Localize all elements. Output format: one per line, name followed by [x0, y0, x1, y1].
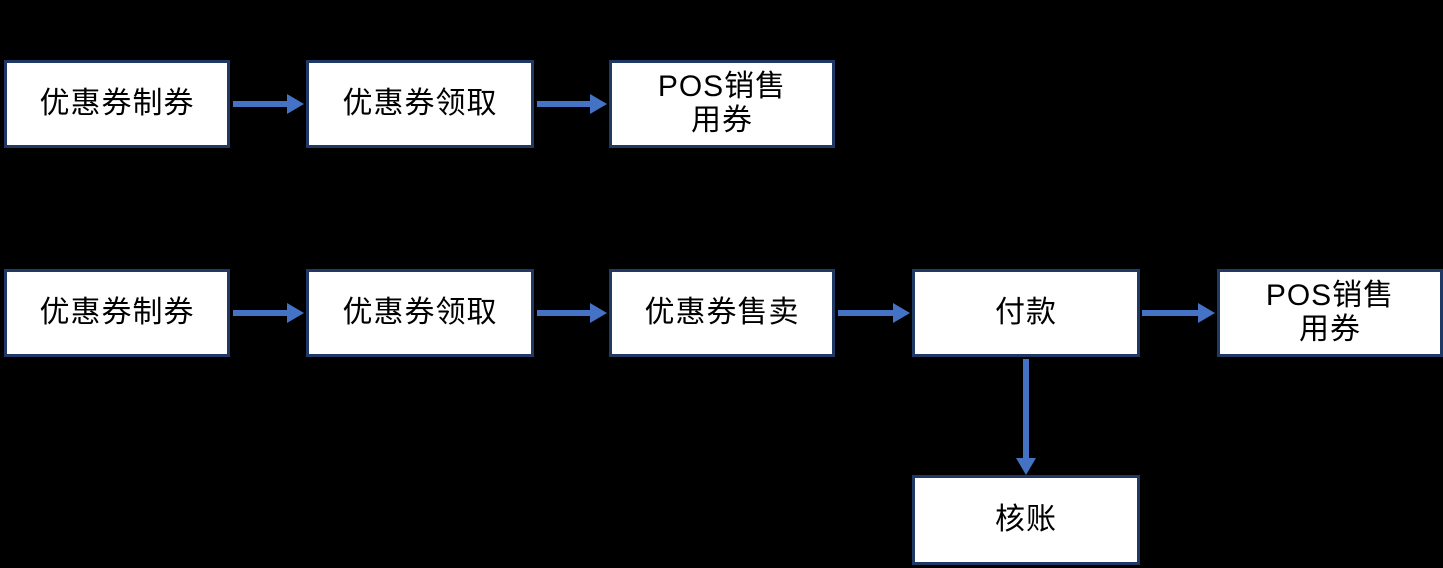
arrow-top-claim-to-pos: [537, 101, 607, 107]
node-label: 优惠券领取: [342, 295, 498, 329]
arrow-payment-to-reconcile: [1023, 359, 1029, 475]
node-label: 优惠券售卖: [644, 295, 800, 329]
node-bottom-coupon-create: 优惠券制券: [4, 269, 230, 357]
node-bottom-pos-sale-use: POS销售 用券: [1217, 269, 1443, 357]
node-label: 优惠券制券: [39, 295, 195, 329]
node-label: 付款: [995, 295, 1057, 329]
node-label: 优惠券领取: [342, 86, 498, 120]
node-label: 优惠券制券: [39, 86, 195, 120]
node-bottom-payment: 付款: [912, 269, 1140, 357]
node-reconciliation: 核账: [912, 475, 1140, 565]
arrow-bottom-claim-to-sell: [537, 310, 607, 316]
node-top-pos-sale-use: POS销售 用券: [609, 60, 835, 148]
node-label: 核账: [995, 502, 1057, 536]
node-top-coupon-claim: 优惠券领取: [306, 60, 534, 148]
arrow-bottom-create-to-claim: [233, 310, 304, 316]
arrow-bottom-sell-to-payment: [838, 310, 910, 316]
node-bottom-coupon-sell: 优惠券售卖: [609, 269, 835, 357]
arrow-top-create-to-claim: [233, 101, 304, 107]
arrow-bottom-payment-to-pos: [1142, 310, 1215, 316]
node-label: POS销售 用券: [657, 69, 787, 138]
node-label: POS销售 用券: [1265, 278, 1395, 347]
node-bottom-coupon-claim: 优惠券领取: [306, 269, 534, 357]
node-top-coupon-create: 优惠券制券: [4, 60, 230, 148]
